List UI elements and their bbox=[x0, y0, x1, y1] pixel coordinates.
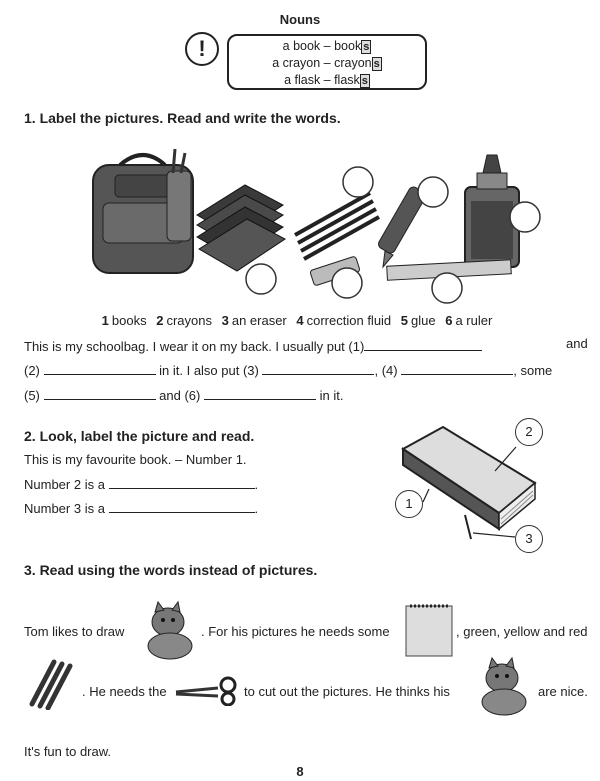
blank-field[interactable] bbox=[43, 387, 156, 400]
crayons-small-icon bbox=[29, 659, 73, 710]
exclamation-icon: ! bbox=[185, 32, 219, 66]
ex3-text-1: Tom likes to draw bbox=[24, 624, 125, 639]
ex2-line-2: Number 2 is a . bbox=[24, 476, 259, 492]
book-label-2: 2 bbox=[515, 418, 543, 446]
ex2-line-3: Number 3 is a . bbox=[24, 500, 259, 516]
ex2-heading: 2. Look, label the picture and read. bbox=[24, 428, 255, 444]
ex1-and: and bbox=[566, 336, 588, 351]
label-circle bbox=[331, 267, 363, 299]
blank-field[interactable] bbox=[43, 362, 156, 375]
scissors-icon bbox=[175, 676, 237, 706]
ex1-line-3: (5) and (6) in it. bbox=[24, 387, 344, 403]
book-icon bbox=[401, 425, 537, 540]
label-circle bbox=[245, 263, 277, 295]
ex1-line-1: This is my schoolbag. I wear it on my ba… bbox=[24, 338, 483, 354]
ex3-text-7: It's fun to draw. bbox=[24, 744, 112, 759]
page-title: Nouns bbox=[279, 12, 321, 27]
ex3-text-2: . For his pictures he needs some bbox=[201, 624, 390, 639]
ex3-text-4: . He needs the bbox=[82, 684, 167, 699]
label-circle bbox=[431, 272, 463, 304]
school-items-illustration bbox=[92, 148, 541, 304]
ex1-line-2: (2) in it. I also put (3) , (4) , some bbox=[24, 362, 553, 378]
paper-notepad-icon bbox=[405, 604, 453, 657]
blank-field[interactable] bbox=[401, 362, 514, 375]
book-label-3: 3 bbox=[515, 525, 543, 553]
blank-field[interactable] bbox=[108, 500, 255, 513]
blank-field[interactable] bbox=[364, 338, 483, 351]
book-label-1: 1 bbox=[395, 490, 423, 518]
ex1-heading: 1. Label the pictures. Read and write th… bbox=[24, 110, 341, 126]
blank-field[interactable] bbox=[262, 362, 375, 375]
page-number: 8 bbox=[296, 764, 304, 779]
label-circle bbox=[342, 166, 374, 198]
book-illustration bbox=[401, 425, 537, 540]
blank-field[interactable] bbox=[108, 476, 255, 489]
ex2-line-1: This is my favourite book. – Number 1. bbox=[24, 452, 247, 467]
crayons-icon bbox=[294, 191, 380, 261]
schoolbag-icon bbox=[92, 148, 194, 274]
ex3-text-6: are nice. bbox=[538, 684, 588, 699]
kittens-icon bbox=[481, 656, 527, 716]
ex3-heading: 3. Read using the words instead of pictu… bbox=[24, 562, 318, 578]
ex3-text-3: , green, yellow and red bbox=[456, 624, 588, 639]
kittens-icon bbox=[147, 600, 193, 660]
blank-field[interactable] bbox=[203, 387, 316, 400]
label-circle bbox=[417, 176, 449, 208]
label-circle bbox=[509, 201, 541, 233]
books-icon bbox=[196, 184, 286, 272]
ex3-text-5: to cut out the pictures. He thinks his bbox=[244, 684, 450, 699]
